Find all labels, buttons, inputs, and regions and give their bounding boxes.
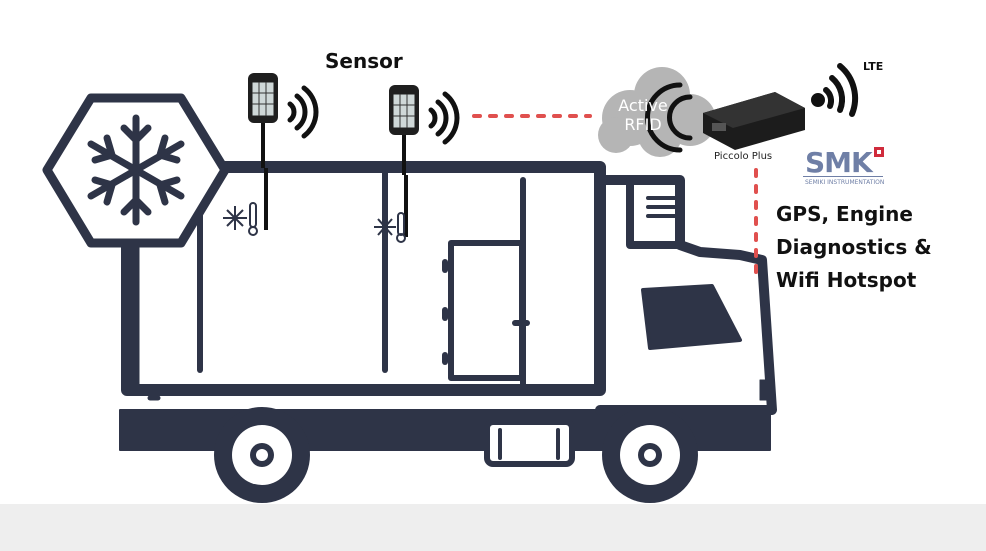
thermometer-snowflake-icon bbox=[374, 212, 406, 243]
wifi-signal-icon bbox=[811, 63, 859, 117]
active-rfid-line1: Active bbox=[618, 96, 668, 115]
temperature-sensor-2 bbox=[389, 85, 419, 237]
thermometer-snowflake-icon bbox=[223, 202, 258, 236]
smk-logo: SMK bbox=[805, 146, 873, 179]
smk-logo-accent bbox=[803, 147, 884, 177]
footer-band bbox=[0, 504, 986, 551]
sensor-label: Sensor bbox=[325, 49, 403, 73]
active-rfid-line2: RFID bbox=[624, 115, 662, 134]
wifi-signal-icon bbox=[287, 85, 319, 139]
snowflake-icon bbox=[42, 93, 230, 390]
lte-label: LTE bbox=[863, 60, 884, 73]
wifi-signal-icon bbox=[428, 91, 460, 145]
piccolo-plus-label: Piccolo Plus bbox=[714, 151, 773, 162]
tracker-device-icon bbox=[703, 92, 805, 150]
front-wheel bbox=[602, 407, 698, 503]
features-line-1: GPS, Engine bbox=[776, 202, 913, 226]
features-line-3: Wifi Hotspot bbox=[776, 268, 917, 292]
temperature-sensor-1 bbox=[248, 73, 278, 230]
active-rfid-label: Active RFID bbox=[603, 96, 683, 134]
wifi-signal-icon bbox=[645, 82, 693, 153]
smk-logo-subtitle: SEMIKI INSTRUMENTATION bbox=[805, 179, 885, 186]
features-line-2: Diagnostics & bbox=[776, 235, 932, 259]
features-label: GPS, Engine Diagnostics & Wifi Hotspot bbox=[776, 198, 932, 297]
rear-wheel bbox=[214, 407, 310, 503]
